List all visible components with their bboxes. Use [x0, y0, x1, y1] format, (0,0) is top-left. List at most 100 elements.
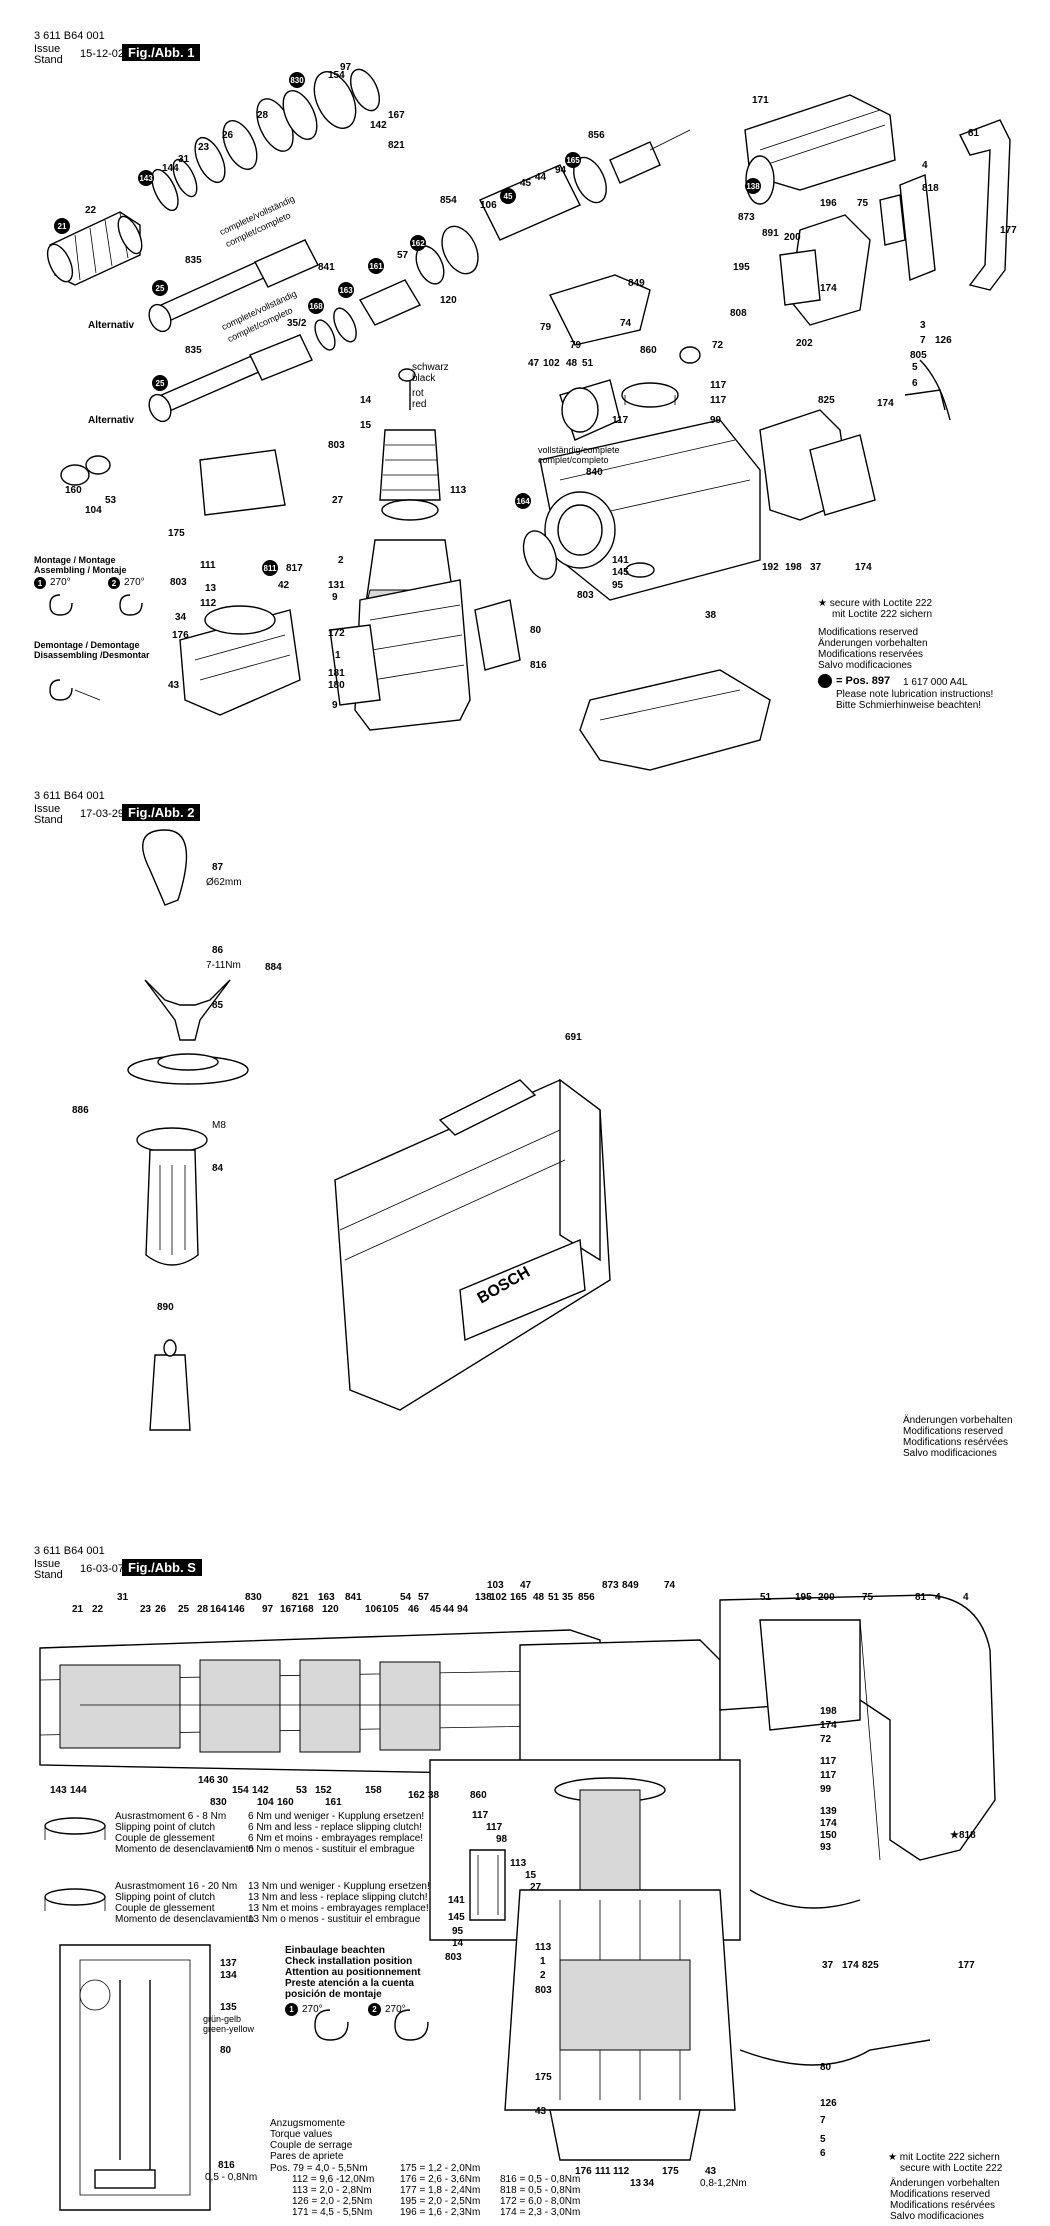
part-label: 886	[72, 1105, 89, 1116]
section-label: 14	[452, 1938, 464, 1949]
part-label: M8	[212, 1120, 226, 1131]
part-label: 42	[278, 580, 290, 591]
torque-row: 112 = 9,6 -12,0Nm	[292, 2174, 375, 2185]
part-label-circle: 162	[410, 235, 426, 251]
section-label: 803	[445, 1952, 462, 1963]
torque-title: Couple de serrage	[270, 2140, 353, 2151]
part-label: 891	[762, 228, 779, 239]
torque-row: 175 = 1,2 - 2,0Nm	[400, 2163, 481, 2174]
section-label: 97	[262, 1604, 274, 1615]
fig1-stand-label: Stand	[34, 54, 63, 66]
section-label: 138	[475, 1592, 492, 1603]
install-line: Check installation position	[285, 1956, 413, 1967]
part-label: 200	[784, 232, 801, 243]
part-label: 113	[450, 485, 467, 496]
torque-row: Pos. 79 = 4,0 - 5,5Nm	[270, 2163, 368, 2174]
part-label: 141	[612, 555, 629, 566]
lube-dot-icon	[818, 674, 832, 688]
mods-line: Änderungen vorbehalten	[890, 2178, 1000, 2189]
section-label: 112	[613, 2166, 630, 2177]
section-label: 143	[50, 1785, 67, 1796]
section-label: 164	[210, 1604, 227, 1615]
part-label: 818	[922, 183, 939, 194]
section-label: 43	[705, 2166, 717, 2177]
ground-line: grün-gelb	[203, 2014, 242, 2024]
part-label: 80	[530, 625, 542, 636]
section-label: 146	[228, 1604, 245, 1615]
install-line: Preste atención a la cuenta	[285, 1978, 414, 1989]
section-label: 98	[496, 1834, 508, 1845]
part-label-circle: 25	[152, 280, 168, 296]
section-label: 126	[820, 2098, 837, 2109]
section-label: 94	[457, 1604, 469, 1615]
fig1-doc-number: 3 611 B64 001	[34, 30, 105, 42]
part-label: 13	[205, 583, 217, 594]
part-label: 117	[710, 395, 727, 406]
fig1-title: Fig./Abb. 1	[122, 44, 201, 61]
section-label: 141	[448, 1895, 465, 1906]
section-label: 144	[70, 1785, 87, 1796]
tool-holder-835-bottom	[148, 334, 313, 423]
sectional-motor	[504, 1889, 931, 2161]
part-label: 1	[335, 650, 341, 661]
part-label: 9	[332, 700, 338, 711]
section-label: 106	[365, 1604, 382, 1615]
step-2-badge: 2	[368, 2003, 381, 2016]
tool-holder-drawing	[46, 211, 143, 286]
part-label: 7	[920, 335, 926, 346]
part-label: 81	[968, 128, 980, 139]
section-label: 821	[292, 1592, 309, 1603]
torque-title: Pares de apriete	[270, 2151, 344, 2162]
section-label: 45	[430, 1604, 442, 1615]
wire-color: rot	[412, 388, 424, 399]
torque-note: 0,8-1,2Nm	[700, 2178, 747, 2189]
section-label: 48	[533, 1592, 545, 1603]
part-label: 816	[530, 660, 547, 671]
part-label: 195	[733, 262, 750, 273]
part-label: 85	[212, 1000, 224, 1011]
fig2-date: 17-03-29	[80, 808, 125, 820]
section-label: 176	[575, 2166, 592, 2177]
mods-line: Änderungen vorbehalten	[903, 1415, 1013, 1426]
part-label: 97	[340, 62, 352, 73]
part-label-circle: 168	[308, 298, 324, 314]
part-label: 174	[855, 562, 872, 573]
gear1-line: Slipping point of clutch	[115, 1822, 216, 1833]
section-label: 174	[820, 1818, 837, 1829]
section-label: 160	[277, 1797, 294, 1808]
sectional-spindle	[39, 1629, 721, 1776]
handle-housing-right	[759, 409, 876, 521]
part-label: 53	[105, 495, 117, 506]
section-label: 161	[325, 1797, 342, 1808]
complete-note: complet/completo	[538, 455, 609, 465]
fig1-issue-label: Issue	[34, 43, 61, 55]
part-label: 79	[570, 340, 582, 351]
part-label: 192	[762, 562, 779, 573]
section-label: 30	[217, 1775, 229, 1786]
section-label: 150	[820, 1830, 837, 1841]
lube-line: Please note lubrication instructions!	[836, 689, 994, 700]
part-label: 873	[738, 212, 755, 223]
armature-drawing	[364, 368, 456, 611]
section-label: 177	[958, 1960, 975, 1971]
part-label-circle: 143	[138, 170, 154, 186]
section-label: 104	[257, 1797, 274, 1808]
section-label: 13	[630, 2178, 642, 2189]
gear2-line: Momento de desenclavamiento	[115, 1914, 254, 1925]
angle-label: 270°	[385, 2004, 406, 2015]
alternativ-label: Alternativ	[88, 415, 135, 426]
section-label: 198	[820, 1706, 837, 1717]
gear2-line: Ausrastmoment 16 - 20 Nm	[115, 1881, 238, 1892]
section-label: 21	[72, 1604, 84, 1615]
tool-holder-835-top	[148, 239, 319, 333]
star-note: ★ secure with Loctite 222	[818, 598, 933, 609]
section-label: 856	[578, 1592, 595, 1603]
housing-200	[744, 94, 896, 326]
section-label: 111	[595, 2166, 611, 2177]
part-label-circle: 830	[289, 72, 305, 88]
part-label: 808	[730, 308, 747, 319]
part-label: 117	[710, 380, 727, 391]
figS-issue-label: Issue	[34, 1558, 61, 1570]
part-label: 154	[328, 70, 345, 81]
gear1-line: Momento de desenclavamiento	[115, 1844, 254, 1855]
